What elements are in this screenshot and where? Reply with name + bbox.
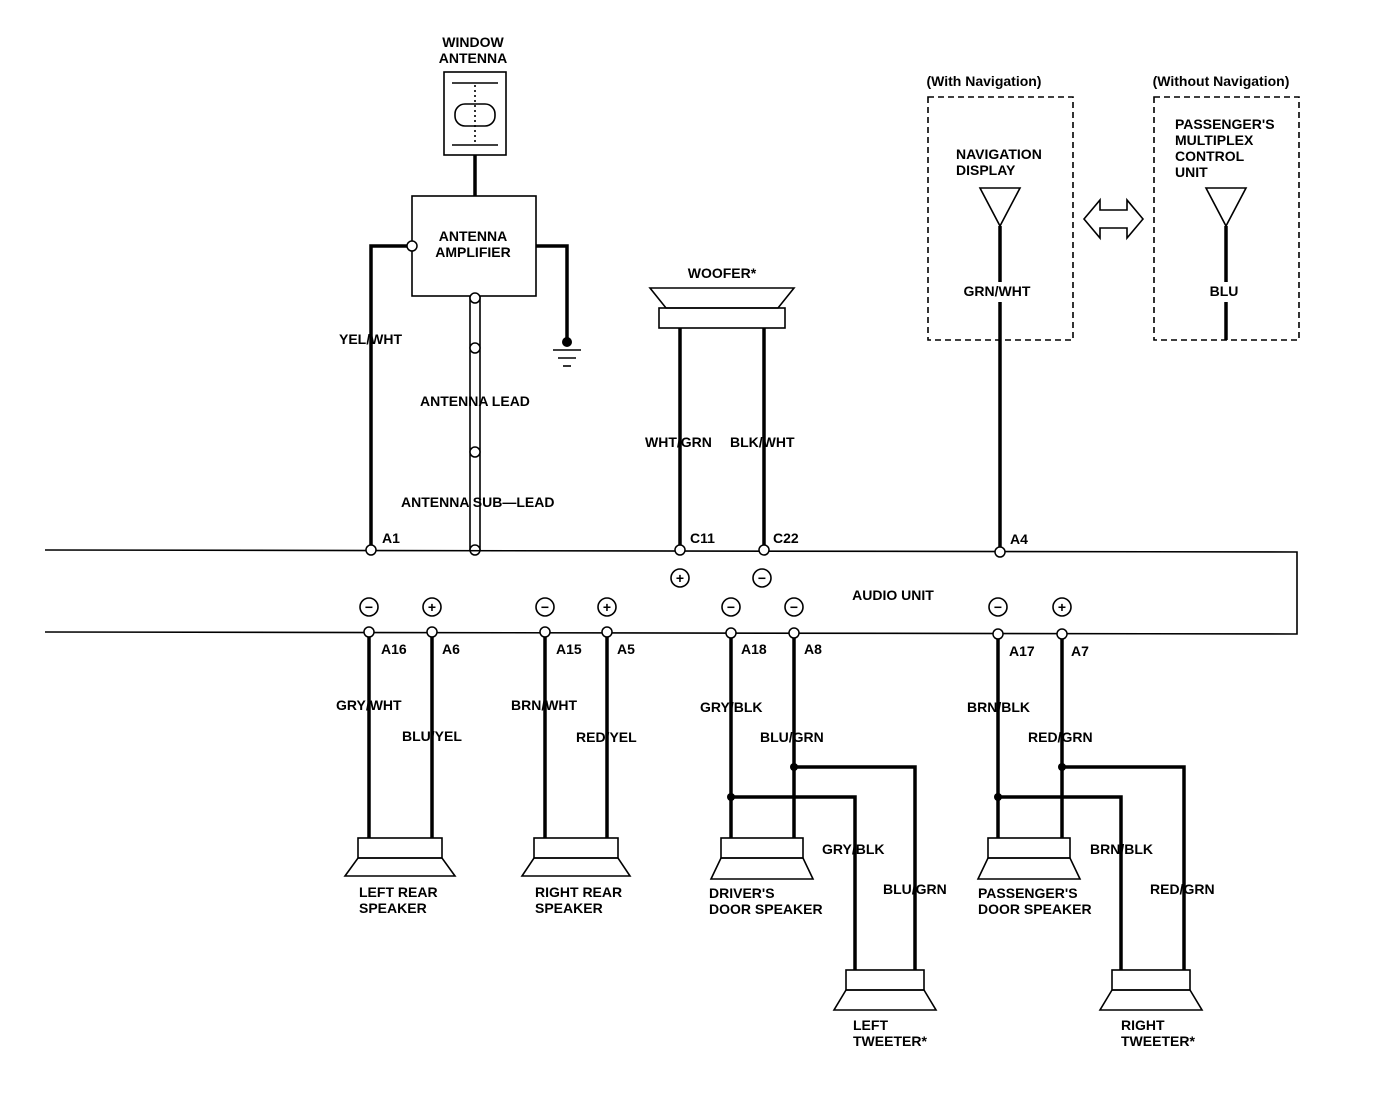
left-tweeter-label-2: TWEETER* — [853, 1033, 927, 1049]
polarity-minus: − — [727, 599, 735, 615]
terminal-a15: A15 — [556, 641, 582, 657]
left-tweeter: LEFT TWEETER* — [832, 969, 938, 1049]
antenna-amplifier-label-1: ANTENNA — [439, 228, 507, 244]
left-rear-speaker-label-1: LEFT REAR — [359, 884, 438, 900]
ground-icon — [553, 349, 581, 367]
right-tweeter-label-2: TWEETER* — [1121, 1033, 1195, 1049]
drivers-door-speaker-label-1: DRIVER'S — [709, 885, 775, 901]
speaker-icon — [520, 857, 632, 877]
terminal-a4: A4 — [1010, 531, 1028, 547]
wire-label-c22: BLK/WHT — [730, 434, 795, 450]
passengers-door-speaker: PASSENGER'S DOOR SPEAKER — [976, 837, 1092, 917]
terminal-c22: C22 — [773, 530, 799, 546]
window-antenna-label-2: ANTENNA — [439, 50, 507, 66]
polarity-plus: + — [1058, 599, 1066, 615]
passenger-mpcu-label-4: UNIT — [1175, 164, 1208, 180]
terminal-a6: A6 — [442, 641, 460, 657]
right-rear-speaker: RIGHT REAR SPEAKER — [520, 837, 632, 916]
terminal-a17: A17 — [1009, 643, 1035, 659]
left-rear-speaker-label-2: SPEAKER — [359, 900, 427, 916]
antenna-sub-lead-label: ANTENNA SUB—LEAD — [401, 494, 554, 510]
polarity-minus: − — [994, 599, 1002, 615]
right-tweeter: RIGHT TWEETER* — [1098, 969, 1204, 1049]
antenna-amplifier: ANTENNA AMPLIFIER — [411, 195, 537, 297]
wire-label-c11: WHT/GRN — [645, 434, 712, 450]
passenger-mpcu-option: (Without Navigation) PASSENGER'S MULTIPL… — [1153, 73, 1300, 341]
passengers-door-speaker-label-2: DOOR SPEAKER — [978, 901, 1092, 917]
window-antenna-label-1: WINDOW — [442, 34, 504, 50]
drivers-door-speaker: DRIVER'S DOOR SPEAKER — [709, 837, 823, 917]
terminal-a16: A16 — [381, 641, 407, 657]
without-navigation-label: (Without Navigation) — [1153, 73, 1290, 89]
passengers-door-speaker-label-1: PASSENGER'S — [978, 885, 1078, 901]
wire-label-nav: GRN/WHT — [964, 283, 1031, 299]
navigation-display-option: (With Navigation) NAVIGATION DISPLAY GRN… — [927, 73, 1074, 341]
antenna-lead-label: ANTENNA LEAD — [420, 393, 530, 409]
left-rear-speaker: LEFT REAR SPEAKER — [343, 837, 457, 916]
polarity-minus: − — [790, 599, 798, 615]
polarity-minus: − — [758, 570, 766, 586]
terminal-a1: A1 — [382, 530, 400, 546]
either-or-arrow-icon — [1082, 197, 1145, 241]
polarity-minus: − — [365, 599, 373, 615]
navigation-display-label-1: NAVIGATION — [956, 146, 1042, 162]
window-antenna: WINDOW ANTENNA — [439, 34, 507, 156]
wire-label-a8: BLU/GRN — [760, 729, 824, 745]
window-antenna-box — [443, 71, 507, 156]
with-navigation-label: (With Navigation) — [927, 73, 1042, 89]
wire-label-a16: GRY/WHT — [336, 697, 402, 713]
speaker-icon — [832, 989, 938, 1011]
terminal-c11: C11 — [690, 530, 715, 546]
wire-label-rt-neg: BRN/BLK — [1090, 841, 1153, 857]
wire-label-lt-neg: GRY/BLK — [822, 841, 884, 857]
polarity-plus: + — [676, 570, 684, 586]
wire-label-a17: BRN/BLK — [967, 699, 1030, 715]
right-rear-speaker-label-2: SPEAKER — [535, 900, 603, 916]
speaker-icon — [976, 857, 1082, 880]
audio-unit-label: AUDIO UNIT — [852, 587, 934, 603]
drivers-door-speaker-label-2: DOOR SPEAKER — [709, 901, 823, 917]
right-tweeter-label-1: RIGHT — [1121, 1017, 1165, 1033]
antenna-amplifier-label-2: AMPLIFIER — [435, 244, 510, 260]
audio-unit: AUDIO UNIT — [44, 549, 1298, 635]
wire-label-a1: YEL/WHT — [339, 331, 402, 347]
wire-label-a7: RED/GRN — [1028, 729, 1093, 745]
navigation-display-label-2: DISPLAY — [956, 162, 1016, 178]
output-triangle-icon — [1204, 187, 1248, 228]
speaker-icon — [709, 857, 815, 880]
wire-label-rt-pos: RED/GRN — [1150, 881, 1215, 897]
wire-label-a6: BLU/YEL — [402, 728, 462, 744]
terminal-a8: A8 — [804, 641, 822, 657]
wire-label-a18: GRY/BLK — [700, 699, 762, 715]
wire-label-a15: BRN/WHT — [511, 697, 578, 713]
polarity-minus: − — [541, 599, 549, 615]
terminal-a5: A5 — [617, 641, 635, 657]
passenger-mpcu-label-1: PASSENGER'S — [1175, 116, 1275, 132]
right-rear-speaker-label-1: RIGHT REAR — [535, 884, 622, 900]
woofer: WOOFER* — [648, 265, 796, 329]
output-triangle-icon — [978, 187, 1022, 228]
window-antenna-element-icon — [454, 103, 496, 127]
terminal-a7: A7 — [1071, 643, 1089, 659]
wire-label-blu: BLU — [1210, 283, 1239, 299]
polarity-plus: + — [428, 599, 436, 615]
passenger-mpcu-label-2: MULTIPLEX — [1175, 132, 1254, 148]
wire-label-a5: RED/YEL — [576, 729, 637, 745]
woofer-label: WOOFER* — [688, 265, 757, 281]
speaker-icon — [343, 857, 457, 877]
wire-label-lt-pos: BLU/GRN — [883, 881, 947, 897]
terminal-a18: A18 — [741, 641, 767, 657]
polarity-plus: + — [603, 599, 611, 615]
speaker-icon — [1098, 989, 1204, 1011]
left-tweeter-label-1: LEFT — [853, 1017, 888, 1033]
passenger-mpcu-label-3: CONTROL — [1175, 148, 1245, 164]
